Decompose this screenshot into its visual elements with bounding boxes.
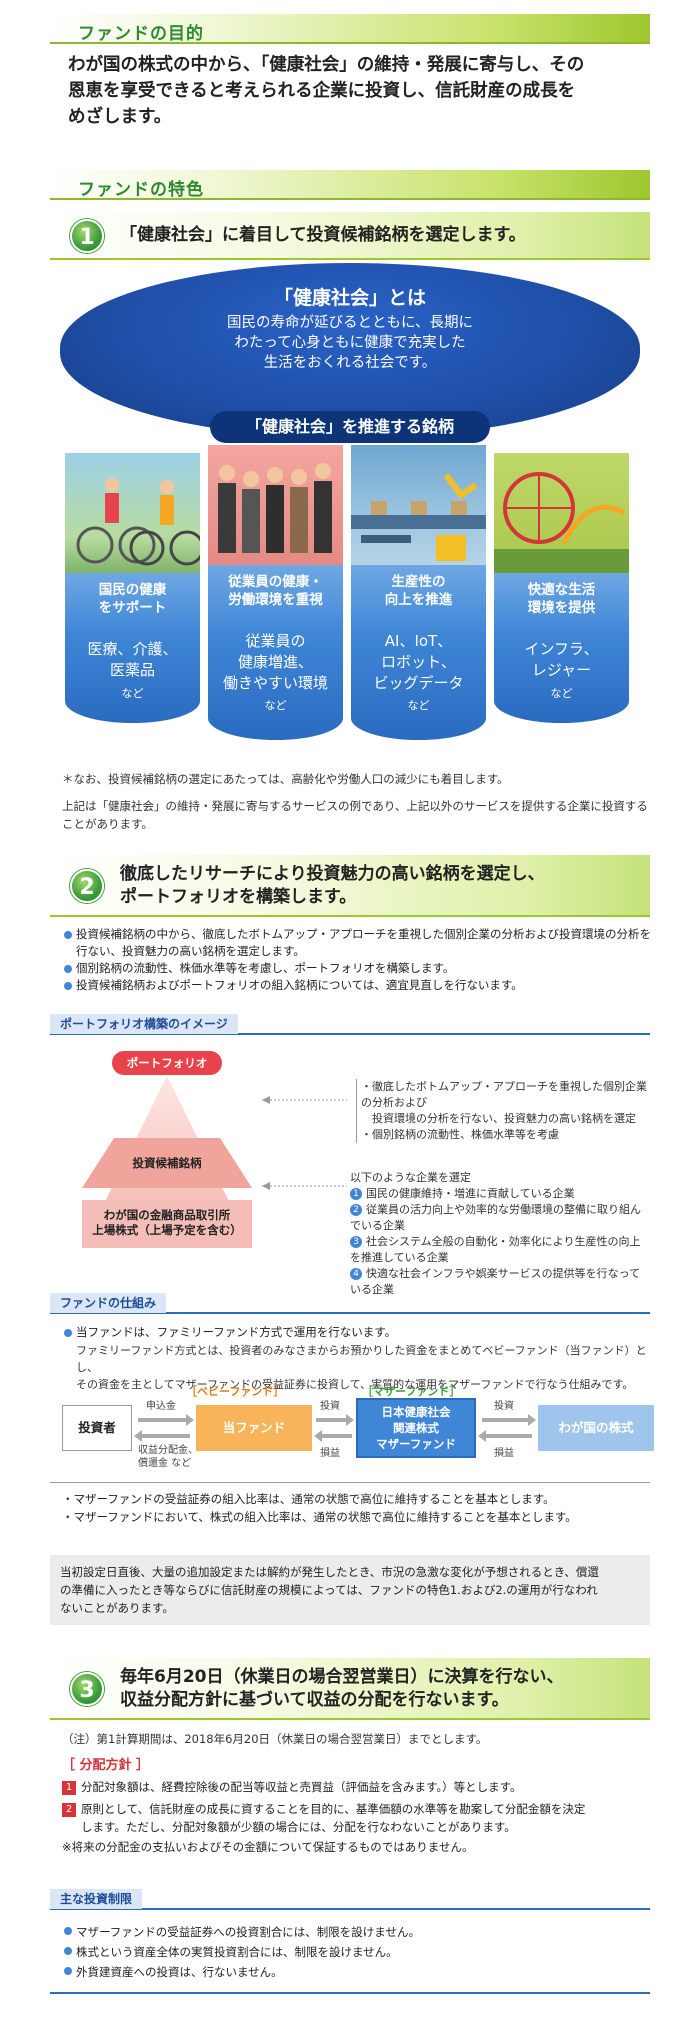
pillar-3-items: AI、IoT、 ロボット、 ビッグデータ	[373, 632, 464, 692]
cycling-illustration	[65, 453, 200, 573]
arrow-investor-fund	[134, 1414, 194, 1442]
pillar-2-items: 従業員の 健康増進、 働きやすい環境	[222, 632, 328, 692]
feature-3-bar: 3 毎年6月20日（休業日の場合翌営業日）に決算を行ない、 収益分配方針に基づい…	[50, 1658, 650, 1720]
feature-1-disclaimer: 上記は「健康社会」の維持・発展に寄与するサービスの例であり、上記以外のサービスを…	[62, 799, 648, 831]
pyramid-bottom-label: わが国の金融商品取引所 上場株式（上場予定を含む）	[92, 1208, 242, 1237]
structure-description: ファミリーファンド方式とは、投資者のみなさまからお預かりした資金をまとめてベビー…	[76, 1344, 647, 1391]
investment-limits-list: マザーファンドの受益証券への投資割合には、制限を設けません。 株式という資産全体…	[62, 1922, 652, 1982]
healthy-society-cylinder: 「健康社会」とは 国民の寿命が延びるとともに、長期に わたって心身ともに健康で充…	[60, 263, 640, 740]
pillar-employee-health: 従業員の健康・ 労働環境を重視 従業員の 健康増進、 働きやすい環境 など	[208, 445, 343, 740]
list-item: 投資候補銘柄の中から、徹底したボトムアップ・アプローチを重視した個別企業の分析お…	[62, 926, 652, 960]
pyramid-arrows	[262, 1096, 347, 1190]
structure-caution-box: 当初設定日直後、大量の追加設定または解約が発生したとき、市況の急激な変化が予想さ…	[50, 1555, 650, 1625]
structure-bullet: 当ファンドは、ファミリーファンド方式で運用を行ないます。	[62, 1324, 652, 1341]
list-item: 株式という資産全体の実質投資割合には、制限を設けません。	[62, 1942, 652, 1962]
baby-fund-box: 当ファンド	[196, 1405, 312, 1451]
feature-1-bar: 1 「健康社会」に着目して投資候補銘柄を選定します。	[50, 212, 650, 260]
feature-2-bar: 2 徹底したリサーチにより投資魅力の高い銘柄を選定し、 ポートフォリオを構築しま…	[50, 855, 650, 917]
feature-3-title: 毎年6月20日（休業日の場合翌営業日）に決算を行ない、 収益分配方針に基づいて収…	[120, 1667, 564, 1710]
arrow-label-invest-2: 投資	[494, 1401, 514, 1412]
fund-structure-tab: ファンドの仕組み	[50, 1292, 650, 1314]
arrow-label-loss-2: 損益	[494, 1448, 514, 1459]
cylinder-top	[60, 263, 640, 438]
arrow-label-distribution: 収益分配金、 償還金 など	[138, 1445, 198, 1469]
arrow-label-subscription: 申込金	[146, 1401, 176, 1412]
arrow-label-loss-1: 損益	[320, 1448, 340, 1459]
cylinder-label: 「健康社会」を推進する銘柄	[210, 411, 490, 443]
feature-1-number: 1	[70, 219, 104, 253]
purpose-header: ファンドの目的	[50, 14, 650, 44]
pillar-health-support: 国民の健康 をサポート 医療、介護、 医薬品 など	[65, 453, 200, 723]
pillar-comfortable-life: 快適な生活 環境を提供 インフラ、 レジャー など	[494, 453, 629, 723]
pillar-4-items: インフラ、 レジャー	[524, 640, 599, 679]
list-item: 外貨建資産への投資は、行ないません。	[62, 1962, 652, 1982]
business-people-illustration	[208, 445, 343, 565]
pillar-1-etc: など	[121, 687, 144, 700]
list-item: 個別銘柄の流動性、株価水準等を考慮し、ポートフォリオを構築します。	[62, 960, 652, 977]
feature-2-title: 徹底したリサーチにより投資魅力の高い銘柄を選定し、 ポートフォリオを構築します。	[120, 864, 545, 907]
purpose-text: わが国の株式の中から、「健康社会」の維持・発展に寄与し、その 恩恵を享受できると…	[68, 55, 585, 127]
pillar-2-head: 従業員の健康・ 労働環境を重視	[228, 574, 323, 608]
pillar-3-head: 生産性の 向上を推進	[384, 574, 453, 608]
feature-2-number: 2	[70, 869, 104, 903]
features-header: ファンドの特色	[50, 170, 650, 200]
amusement-park-illustration	[494, 453, 629, 573]
investor-box: 投資者	[62, 1405, 132, 1451]
arrow-fund-mother	[314, 1414, 354, 1442]
arrow-label-invest-1: 投資	[320, 1401, 340, 1412]
portfolio-pyramid: ポートフォリオ 投資候補銘柄 わが国の金融商品取引所 上場株式（上場予定を含む）	[82, 1048, 252, 1248]
distribution-policy-tab: ［ 分配方針 ］	[62, 1758, 150, 1773]
list-item: 投資候補銘柄およびポートフォリオの組入銘柄については、適宜見直しを行ないます。	[62, 977, 652, 994]
feature-1-note: ＊なお、投資候補銘柄の選定にあたっては、高齢化や労働人口の減少にも着目します。	[62, 772, 509, 786]
pyramid-top-label: ポートフォリオ	[126, 1056, 208, 1070]
pillar-1-items: 医療、介護、 医薬品	[87, 640, 178, 679]
cylinder-subtitle: 国民の寿命が延びるとともに、長期に わたって心身ともに健康で充実した 生活をおく…	[226, 315, 474, 371]
pillar-4-head: 快適な生活 環境を提供	[527, 582, 596, 616]
feature-2-bullets: 投資候補銘柄の中から、徹底したボトムアップ・アプローチを重視した個別企業の分析お…	[62, 926, 652, 994]
list-item: 当ファンドは、ファミリーファンド方式で運用を行ないます。	[62, 1324, 652, 1341]
pillar-2-etc: など	[264, 699, 287, 712]
cylinder-title: 「健康社会」とは	[273, 287, 426, 309]
stocks-box: わが国の株式	[538, 1405, 654, 1451]
arrow-mother-stocks	[478, 1414, 536, 1442]
mother-fund-label: ［マザーファンド］	[362, 1385, 461, 1398]
pillar-productivity: 生産性の 向上を推進 AI、IoT、 ロボット、 ビッグデータ など	[351, 445, 486, 740]
portfolio-image-tab: ポートフォリオ構築のイメージ	[50, 1013, 650, 1035]
pillar-4-etc: など	[550, 687, 573, 700]
feature-1-title: 「健康社会」に着目して投資候補銘柄を選定します。	[120, 225, 526, 245]
list-item: マザーファンドの受益証券への投資割合には、制限を設けません。	[62, 1922, 652, 1942]
feature-3-note: （注）第1計算期間は、2018年6月20日（休業日の場合翌営業日）までとします。	[62, 1732, 488, 1746]
pillar-3-etc: など	[407, 699, 430, 712]
pillar-1-head: 国民の健康 をサポート	[98, 582, 167, 616]
structure-notes: ・マザーファンドの受益証券の組入比率は、通常の状態で高位に維持することを基本とし…	[62, 1492, 577, 1524]
pyramid-mid-label: 投資候補銘柄	[132, 1156, 202, 1170]
investment-limits-tab: 主な投資制限	[50, 1888, 650, 1910]
pyramid-right-top: ・徹底したボトムアップ・アプローチを重視した個別企業の分析および 投資環境の分析…	[356, 1079, 656, 1143]
feature-3-number: 3	[70, 1672, 104, 1706]
factory-robot-illustration	[351, 445, 486, 565]
baby-fund-label: ［ベビーファンド］	[186, 1385, 285, 1398]
mother-fund-box: 日本健康社会 関連株式 マザーファンド	[356, 1398, 476, 1458]
